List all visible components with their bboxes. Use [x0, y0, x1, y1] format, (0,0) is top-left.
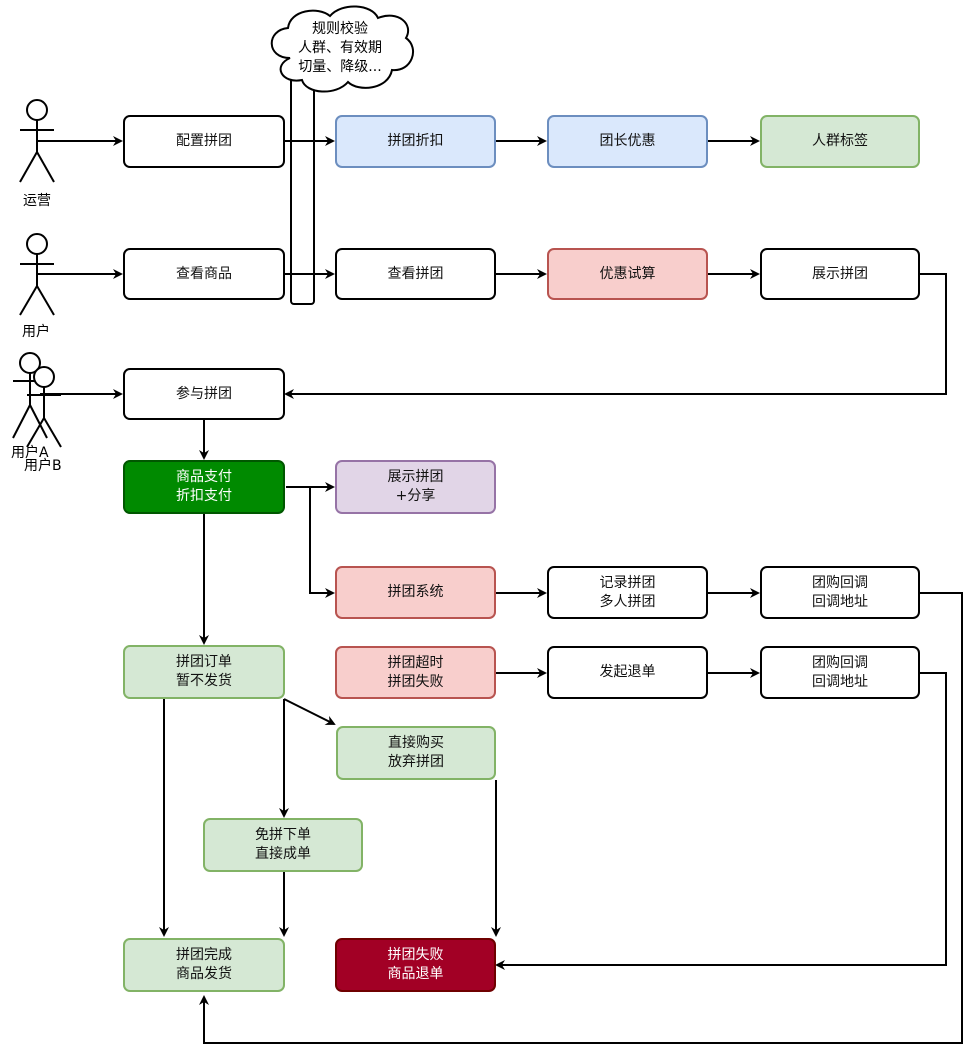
actor-label-user-a: 用户A — [11, 445, 49, 461]
node-config-group[interactable]: 配置拼团 — [123, 115, 285, 168]
node-group-discount[interactable]: 拼团折扣 — [335, 115, 496, 168]
node-leader-discount[interactable]: 团长优惠 — [547, 115, 708, 168]
node-timeout-fail[interactable]: 拼团超时 拼团失败 — [335, 646, 496, 699]
node-record-group[interactable]: 记录拼团 多人拼团 — [547, 566, 708, 619]
node-discount-trial[interactable]: 优惠试算 — [547, 248, 708, 300]
node-view-product[interactable]: 查看商品 — [123, 248, 285, 300]
actor-ops — [19, 99, 55, 183]
validation-bar — [290, 71, 315, 305]
node-no-group[interactable]: 免拼下单 直接成单 — [203, 818, 363, 872]
rule-check-cloud — [270, 5, 414, 93]
node-callback-1[interactable]: 团购回调 回调地址 — [760, 566, 920, 619]
edge-pay-system — [309, 487, 335, 598]
actor-label-user: 用户 — [22, 324, 50, 340]
node-group-order[interactable]: 拼团订单 暂不发货 — [123, 645, 285, 699]
node-fail-refund[interactable]: 拼团失败 商品退单 — [335, 938, 496, 992]
edge-show-join — [284, 273, 947, 399]
actor-label-user-b: 用户B — [24, 458, 62, 474]
node-group-system[interactable]: 拼团系统 — [335, 566, 496, 619]
node-join-group[interactable]: 参与拼团 — [123, 368, 285, 420]
node-pay[interactable]: 商品支付 折扣支付 — [123, 460, 285, 514]
node-view-group[interactable]: 查看拼团 — [335, 248, 496, 300]
actor-user-b — [26, 366, 62, 448]
actor-label-ops: 运营 — [23, 193, 51, 209]
node-buy-direct[interactable]: 直接购买 放弃拼团 — [336, 726, 496, 780]
actor-user — [19, 233, 55, 316]
cloud-note: 规则校验 人群、有效期 切量、降级... — [298, 21, 382, 75]
edge-callback1-complete — [199, 592, 963, 1044]
node-show-group[interactable]: 展示拼团 — [760, 248, 920, 300]
edge-callback2-fail — [495, 672, 947, 970]
node-complete[interactable]: 拼团完成 商品发货 — [123, 938, 285, 992]
node-show-share[interactable]: 展示拼团 +分享 — [335, 460, 496, 514]
node-callback-2[interactable]: 团购回调 回调地址 — [760, 646, 920, 699]
node-crowd-tag[interactable]: 人群标签 — [760, 115, 920, 168]
edge-order-direct — [283, 698, 336, 725]
node-refund[interactable]: 发起退单 — [547, 646, 708, 699]
